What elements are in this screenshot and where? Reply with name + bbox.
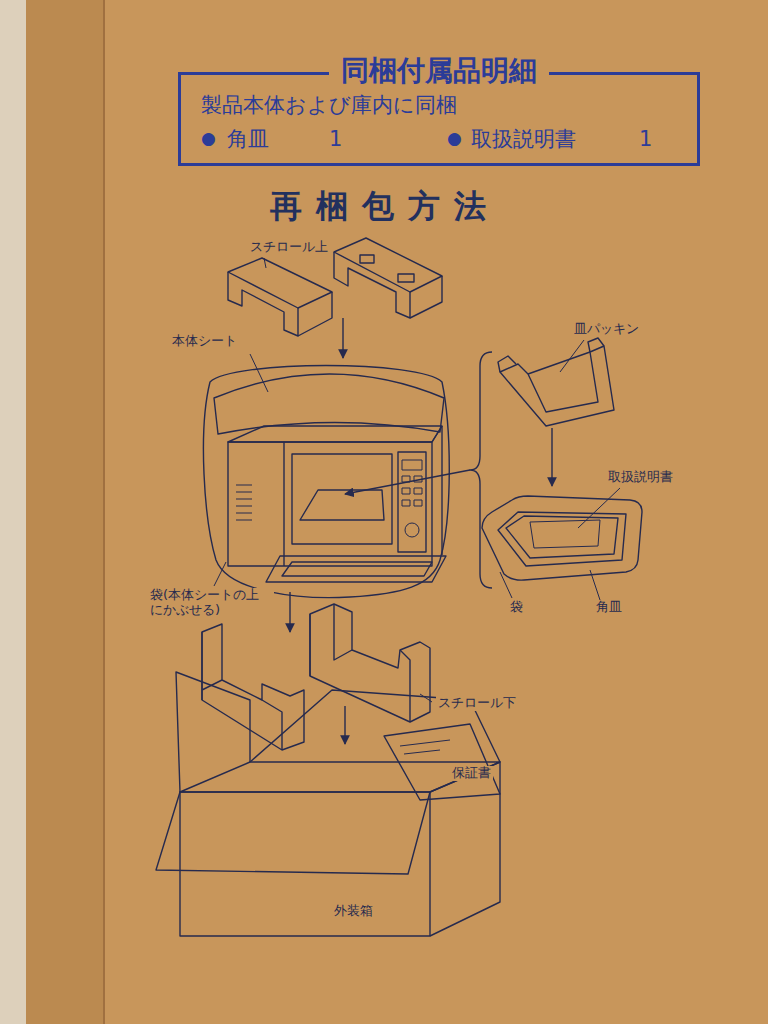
part-label: スチロール下 — [436, 696, 518, 711]
item-name: 取扱説明書 — [471, 127, 576, 151]
dish — [498, 512, 626, 566]
dish-packing-tabs — [498, 338, 604, 372]
dish-bag — [482, 496, 642, 580]
title: 再梱包方法 — [270, 188, 500, 225]
sheet — [214, 374, 444, 434]
arrow — [342, 318, 343, 358]
part-label: 袋 — [508, 600, 525, 615]
arrow — [551, 428, 552, 486]
part-label: 本体シート — [170, 334, 239, 349]
arrow — [344, 706, 345, 744]
part-label: 袋(本体シートの上にかぶせる) — [148, 588, 274, 618]
box-edge — [26, 0, 104, 1024]
microwave — [228, 426, 446, 582]
item-count: 1 — [639, 127, 652, 151]
part-label: 皿パッキン — [572, 322, 641, 337]
part-label: 保証書 — [450, 766, 493, 781]
leader-lines — [214, 258, 620, 702]
styrofoam-top — [228, 238, 442, 336]
part-label: 角皿 — [594, 600, 624, 615]
bracket — [470, 352, 492, 588]
outer-box — [156, 672, 500, 936]
part-label: 外装箱 — [332, 904, 375, 919]
part-label: スチロール上 — [248, 240, 330, 255]
box-heading: 同梱付属品明細 — [329, 55, 549, 87]
item-name: 角皿 — [227, 127, 269, 151]
item-count: 1 — [329, 127, 342, 151]
arrow — [289, 592, 290, 632]
fold-line — [103, 0, 105, 1024]
bullet: ● — [201, 129, 216, 149]
arrow — [345, 470, 470, 494]
styrofoam-bottom — [202, 604, 430, 750]
bullet: ● — [447, 129, 462, 149]
warranty-card — [384, 724, 500, 800]
dish-inner — [506, 516, 618, 558]
info-box: 同梱付属品明細製品本体および庫内に同梱●角皿1●取扱説明書1 — [178, 72, 700, 166]
dish-packing — [500, 346, 614, 426]
box-body: 製品本体および庫内に同梱 — [201, 93, 457, 117]
manual — [530, 520, 600, 548]
wall — [0, 0, 26, 1024]
part-label: 取扱説明書 — [606, 470, 675, 485]
